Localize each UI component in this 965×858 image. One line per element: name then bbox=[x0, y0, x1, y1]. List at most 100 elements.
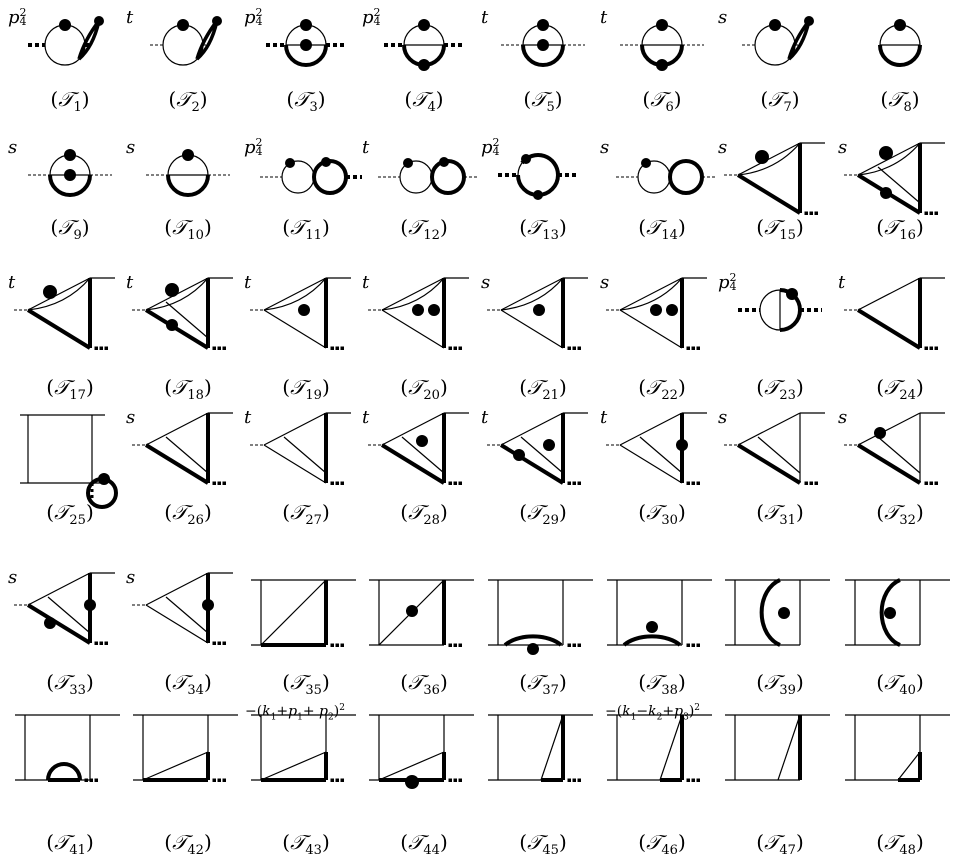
propagator-arc bbox=[789, 21, 809, 59]
vertex-dot bbox=[64, 149, 76, 161]
topology-label: (𝒯4) bbox=[364, 87, 484, 115]
topology-cell: (𝒯39) bbox=[720, 565, 840, 700]
massive-leg-dot bbox=[90, 779, 94, 783]
kinematic-variable-label: s bbox=[126, 567, 135, 588]
massive-leg-dot bbox=[213, 347, 217, 351]
topology-label: (𝒯27) bbox=[246, 500, 366, 528]
feynman-diagram bbox=[128, 700, 248, 795]
kinematic-variable-label: t bbox=[362, 272, 369, 293]
vertex-dot bbox=[656, 59, 668, 71]
massive-leg-dot bbox=[805, 482, 809, 486]
propagator-arc bbox=[168, 175, 208, 195]
propagator-line bbox=[501, 445, 563, 483]
topology-label: (𝒯8) bbox=[840, 87, 960, 115]
massive-leg-dot bbox=[568, 482, 572, 486]
propagator-loop bbox=[314, 161, 346, 193]
topology-cell: (𝒯12)t bbox=[364, 135, 484, 270]
massive-leg-dot bbox=[105, 642, 109, 646]
topology-cell: (𝒯30)t bbox=[602, 405, 722, 540]
massive-leg-dot bbox=[341, 482, 345, 486]
topology-cell: (𝒯31)s bbox=[720, 405, 840, 540]
massive-leg-dot bbox=[331, 644, 335, 648]
topology-cell: (𝒯13)p24 bbox=[483, 135, 603, 270]
propagator-line bbox=[146, 310, 208, 348]
propagator-line bbox=[264, 310, 326, 348]
kinematic-variable-label: t bbox=[8, 272, 15, 293]
massive-leg-dot bbox=[454, 644, 458, 648]
topology-cell: (𝒯21) s bbox=[483, 270, 603, 405]
topology-cell: (𝒯36) bbox=[364, 565, 484, 700]
vertex-dot bbox=[418, 59, 430, 71]
massive-leg-dot bbox=[95, 779, 99, 783]
kinematic-variable-label: s bbox=[126, 137, 135, 158]
propagator-line bbox=[28, 278, 90, 310]
feynman-diagram bbox=[840, 565, 960, 660]
massive-leg-dot bbox=[223, 642, 227, 646]
feynman-diagram bbox=[483, 405, 603, 500]
massive-leg-dot bbox=[105, 347, 109, 351]
propagator-line bbox=[738, 143, 800, 175]
propagator-line bbox=[640, 437, 682, 473]
feynman-diagram bbox=[364, 565, 484, 660]
feynman-diagram bbox=[483, 700, 603, 795]
vertex-dot bbox=[64, 169, 76, 181]
vertex-dot bbox=[650, 304, 662, 316]
kinematic-variable-label: s bbox=[600, 137, 609, 158]
feynman-diagram bbox=[720, 270, 840, 365]
kinematic-variable-label: s bbox=[481, 272, 490, 293]
vertex-dot bbox=[418, 19, 430, 31]
vertex-dot bbox=[755, 150, 769, 164]
feynman-diagram bbox=[602, 270, 722, 365]
kinematic-variable-label: p24 bbox=[481, 137, 500, 158]
topology-label: (𝒯24) bbox=[840, 375, 960, 403]
topology-cell: (𝒯44) bbox=[364, 700, 484, 835]
vertex-dot bbox=[59, 19, 71, 31]
feynman-diagram bbox=[364, 5, 484, 100]
massive-leg-dot bbox=[454, 347, 458, 351]
massive-leg-dot bbox=[454, 482, 458, 486]
massive-leg-dot bbox=[687, 779, 691, 783]
vertex-dot bbox=[666, 304, 678, 316]
vertex-dot bbox=[298, 304, 310, 316]
topology-cell: (𝒯42) bbox=[128, 700, 248, 835]
massive-leg-dot bbox=[213, 642, 217, 646]
feynman-diagram bbox=[483, 5, 603, 100]
kinematic-variable-label: t bbox=[838, 272, 845, 293]
propagator-loop bbox=[432, 161, 464, 193]
massive-leg-dot bbox=[336, 644, 340, 648]
massive-leg-dot bbox=[218, 642, 222, 646]
massive-leg-dot bbox=[573, 644, 577, 648]
vertex-dot bbox=[804, 16, 814, 26]
propagator-line bbox=[541, 715, 563, 780]
massive-leg-dot bbox=[336, 482, 340, 486]
vertex-dot bbox=[439, 157, 449, 167]
topology-label: (𝒯30) bbox=[602, 500, 722, 528]
massive-leg-dot bbox=[573, 347, 577, 351]
feynman-diagram bbox=[483, 270, 603, 365]
massive-leg-dot bbox=[935, 482, 939, 486]
topology-label: (𝒯14) bbox=[602, 215, 722, 243]
propagator-line bbox=[660, 715, 682, 780]
vertex-dot bbox=[769, 19, 781, 31]
massive-leg-dot bbox=[100, 642, 104, 646]
propagator-line bbox=[738, 445, 800, 483]
kinematic-variable-label: s bbox=[8, 137, 17, 158]
topology-label: (𝒯9) bbox=[10, 215, 130, 243]
topology-label: (𝒯21) bbox=[483, 375, 603, 403]
massive-leg-dot bbox=[449, 779, 453, 783]
kinematic-variable-label: t bbox=[481, 7, 488, 28]
propagator-arc bbox=[197, 21, 217, 59]
propagator-line bbox=[264, 278, 326, 310]
feynman-diagram bbox=[483, 565, 603, 660]
massive-leg-dot bbox=[331, 347, 335, 351]
topology-cell: (𝒯8) bbox=[840, 5, 960, 140]
massive-leg-dot bbox=[331, 779, 335, 783]
propagator-arc bbox=[762, 580, 780, 645]
topology-cell: (𝒯48) bbox=[840, 700, 960, 835]
topology-label: (𝒯23) bbox=[720, 375, 840, 403]
vertex-dot bbox=[177, 19, 189, 31]
vertex-dot bbox=[182, 149, 194, 161]
